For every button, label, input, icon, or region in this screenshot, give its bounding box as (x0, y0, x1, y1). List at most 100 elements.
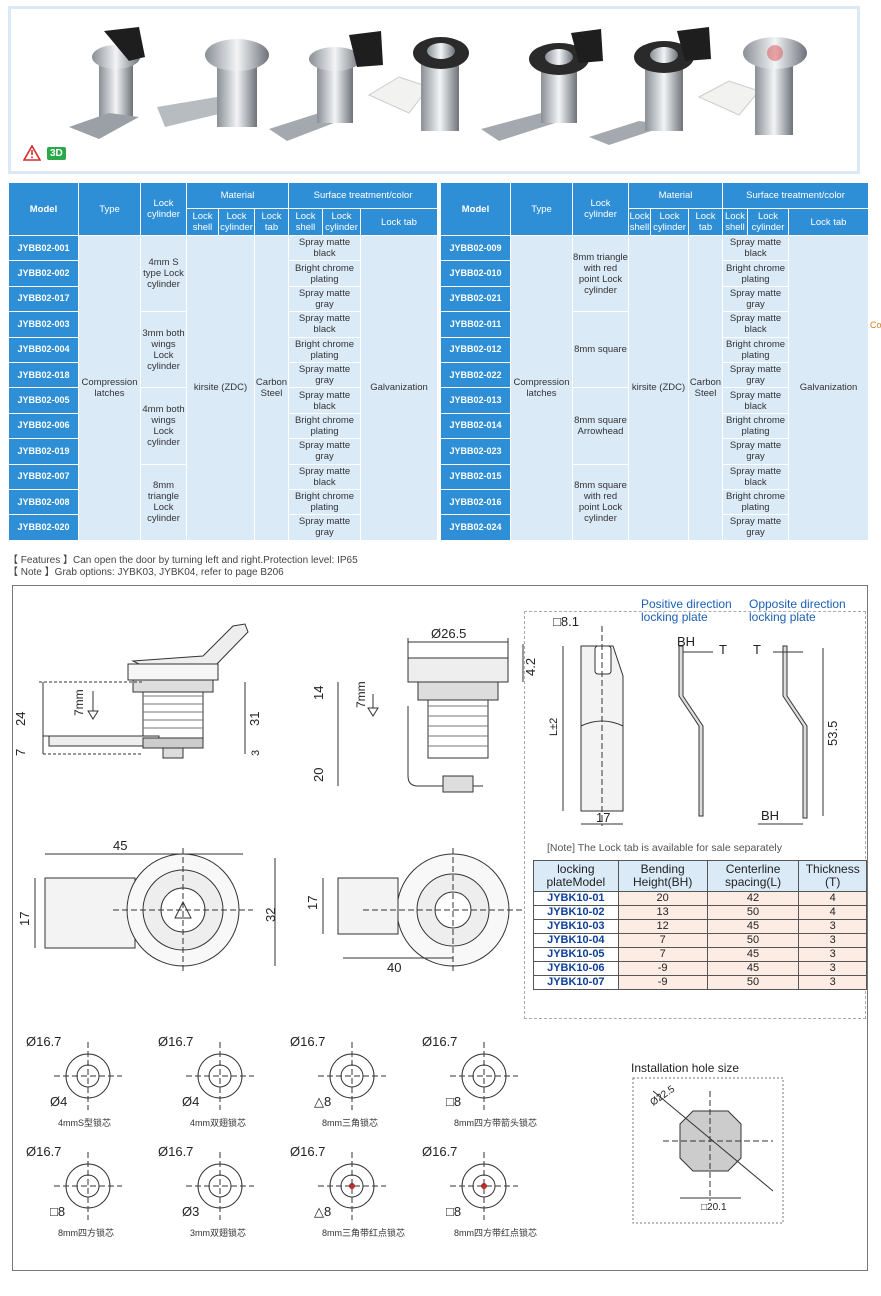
top-view-1 (34, 848, 276, 972)
surface-color-cell: Spray matte gray (722, 438, 790, 465)
lock-tab-cell: Galvanization (360, 235, 439, 541)
header-model: Model (440, 182, 511, 236)
tab-value-cell: 45 (706, 919, 800, 934)
model-cell: JYBB02-016 (440, 488, 511, 516)
surface-color-cell: Spray matte gray (288, 285, 362, 313)
model-cell: JYBB02-021 (440, 285, 511, 313)
grab-note: 【 Note 】Grab options: JYBK03, JYBK04, re… (8, 567, 284, 578)
tab-value-cell: 50 (706, 975, 800, 990)
surface-color-cell: Bright chrome plating (722, 336, 790, 363)
cylinder-diameter: Ø16.7 (158, 1144, 193, 1159)
surface-color-cell: Bright chrome plating (288, 260, 362, 287)
surface-color-cell: Spray matte black (722, 234, 790, 262)
top-view-2 (322, 848, 523, 972)
cylinder-cell: 8mm triangle Lock cylinder (140, 463, 187, 541)
cylinder-name: 8mm三角带红点锁芯 (322, 1227, 405, 1238)
tab-value-cell: 7 (617, 933, 708, 948)
tab-header-cell: Thickness (T) (798, 860, 867, 892)
surface-color-cell: Spray matte black (288, 234, 362, 262)
product-image-2 (157, 39, 269, 127)
model-cell: JYBB02-004 (8, 336, 79, 363)
surface-color-cell: Bright chrome plating (288, 412, 362, 440)
dim-BH-2: BH (761, 808, 779, 823)
cylinder-cell: 4mm both wings Lock cylinder (140, 387, 187, 465)
dim-T-2: T (753, 642, 761, 657)
cylinder-diameter: Ø16.7 (158, 1034, 193, 1049)
material-shell-cell: kirsite (ZDC) (186, 235, 255, 541)
tab-model-cell: JYBK10-07 (533, 975, 619, 990)
material-tab-cell: Carbon Steel (253, 235, 290, 541)
surface-color-cell: Spray matte gray (288, 361, 362, 389)
surface-color-cell: Spray matte black (722, 311, 790, 338)
3d-badge[interactable]: 3D (47, 146, 66, 160)
tab-value-cell: 45 (706, 961, 800, 976)
dim-T: T (719, 642, 727, 657)
product-image-4 (367, 37, 469, 131)
tab-value-cell: 50 (706, 905, 800, 920)
tab-value-cell: 13 (617, 905, 708, 920)
model-cell: JYBB02-001 (8, 234, 79, 262)
tab-model-cell: JYBK10-05 (533, 947, 619, 962)
tab-value-cell: 50 (706, 933, 800, 948)
side-view-1 (39, 623, 249, 759)
dim-4-2: 4.2 (523, 658, 538, 676)
cylinder-name: 8mm四方带箭头锁芯 (454, 1117, 537, 1128)
model-cell: JYBB02-008 (8, 488, 79, 516)
dim-BH: BH (677, 634, 695, 649)
table-row: JYBB02-012 Bright chrome plating (440, 336, 869, 363)
type-cell: Compression latches (510, 235, 573, 541)
surface-color-cell: Spray matte gray (722, 361, 790, 389)
header-lock-tab: Lock tab (687, 208, 724, 236)
product-image-7 (697, 37, 807, 135)
model-cell: JYBB02-013 (440, 387, 511, 414)
model-table-right: Model Type Lock cylinder Material Surfac… (440, 182, 870, 541)
product-image-3 (269, 31, 383, 141)
install-diameter: Ø22.5 (648, 1084, 677, 1109)
red-point-mark (349, 1183, 355, 1189)
cylinder-diameter: Ø16.7 (422, 1034, 457, 1049)
dim-L: L±2 (548, 718, 560, 736)
install-title: Installation hole size (631, 1061, 739, 1075)
tab-value-cell: 3 (798, 919, 867, 934)
model-cell: JYBB02-012 (440, 336, 511, 363)
header-lock-cyl-sub: Lock cylinder (747, 208, 790, 236)
tab-value-cell: 45 (706, 947, 800, 962)
dim-17: 17 (17, 912, 32, 926)
dim-14: 14 (311, 686, 326, 700)
surface-color-cell: Spray matte black (722, 387, 790, 414)
header-type: Type (78, 182, 141, 236)
tab-model-cell: JYBK10-01 (533, 891, 619, 906)
material-tab-cell: Carbon Steel (687, 235, 724, 541)
tab-value-cell: 12 (617, 919, 708, 934)
cylinder-cell: 8mm square (572, 311, 629, 389)
tab-value-cell: 3 (798, 961, 867, 976)
tab-model-cell: JYBK10-04 (533, 933, 619, 948)
tab-value-cell: 3 (798, 947, 867, 962)
header-material: Material (627, 182, 724, 209)
cylinder-diameter: Ø16.7 (26, 1034, 61, 1049)
side-view-2 (337, 638, 524, 793)
model-cell: JYBB02-002 (8, 260, 79, 287)
cylinder-cell: 8mm square Arrowhead (572, 387, 629, 465)
positive-direction: Positive direction (641, 597, 732, 611)
header-lock-tab: Lock tab (788, 208, 870, 236)
model-cell: JYBB02-003 (8, 311, 79, 338)
cylinder-cell: 3mm both wings Lock cylinder (140, 311, 187, 389)
